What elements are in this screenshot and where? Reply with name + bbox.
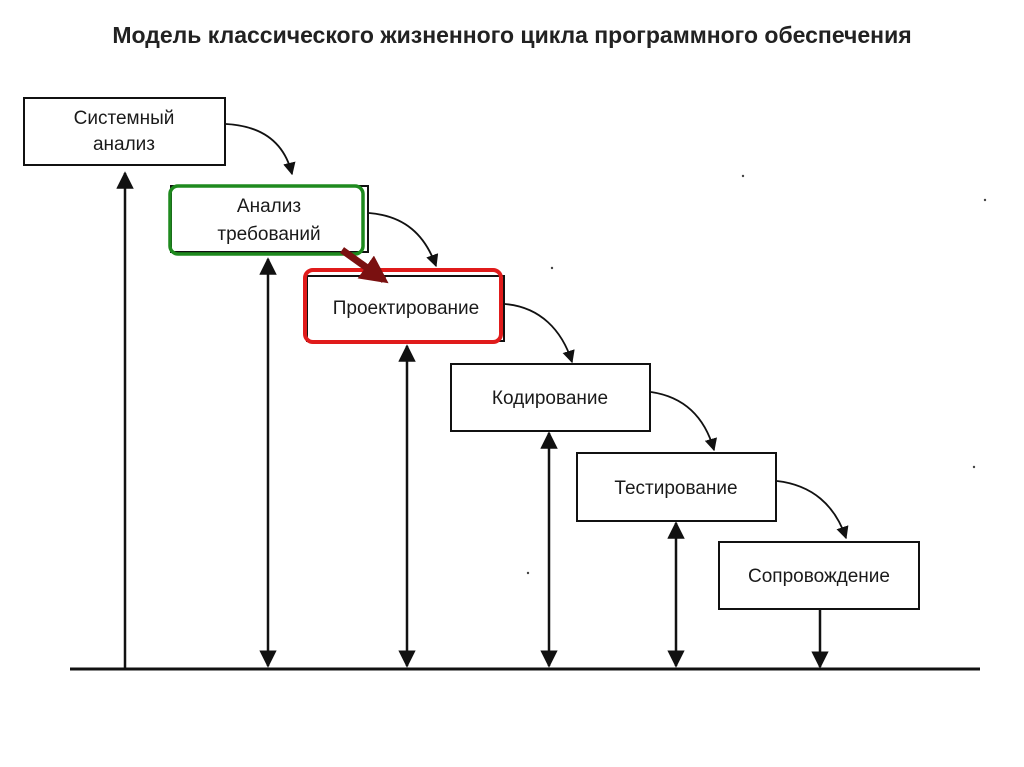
stage-maintenance-label: Сопровождение [748, 566, 890, 587]
red-highlight-frame [303, 268, 503, 344]
flow-arrow-5 [776, 480, 849, 540]
speck-2 [983, 198, 987, 202]
speck-1 [741, 174, 745, 178]
flow-arrow-4 [650, 391, 717, 452]
stage-coding-label: Кодирование [492, 388, 608, 409]
stage-testing: Тестирование [576, 452, 777, 522]
stage-requirements-analysis-line-1: Анализ [237, 196, 301, 217]
stage-requirements-analysis: Анализ требований [168, 184, 369, 256]
stage-testing-label: Тестирование [614, 478, 737, 499]
stage-coding: Кодирование [450, 363, 651, 432]
flow-arrow-1 [225, 123, 296, 176]
flow-arrow-2 [368, 212, 439, 268]
stage-design-label: Проектирование [333, 298, 479, 319]
stage-system-analysis-line-2: анализ [93, 134, 155, 155]
page-title: Модель классического жизненного цикла пр… [112, 22, 912, 48]
green-highlight-frame [168, 184, 365, 256]
stage-maintenance: Сопровождение [718, 541, 920, 610]
speck-4 [972, 465, 976, 469]
stage-design: Проектирование [303, 268, 505, 344]
stage-system-analysis: Системный анализ [23, 97, 226, 166]
stage-system-analysis-line-1: Системный [74, 108, 175, 129]
speck-3 [550, 266, 554, 270]
flow-arrow-3 [504, 303, 575, 364]
stage-requirements-analysis-line-2: требований [217, 224, 320, 245]
speck-5 [526, 571, 530, 575]
pointer-arrow [339, 247, 389, 284]
